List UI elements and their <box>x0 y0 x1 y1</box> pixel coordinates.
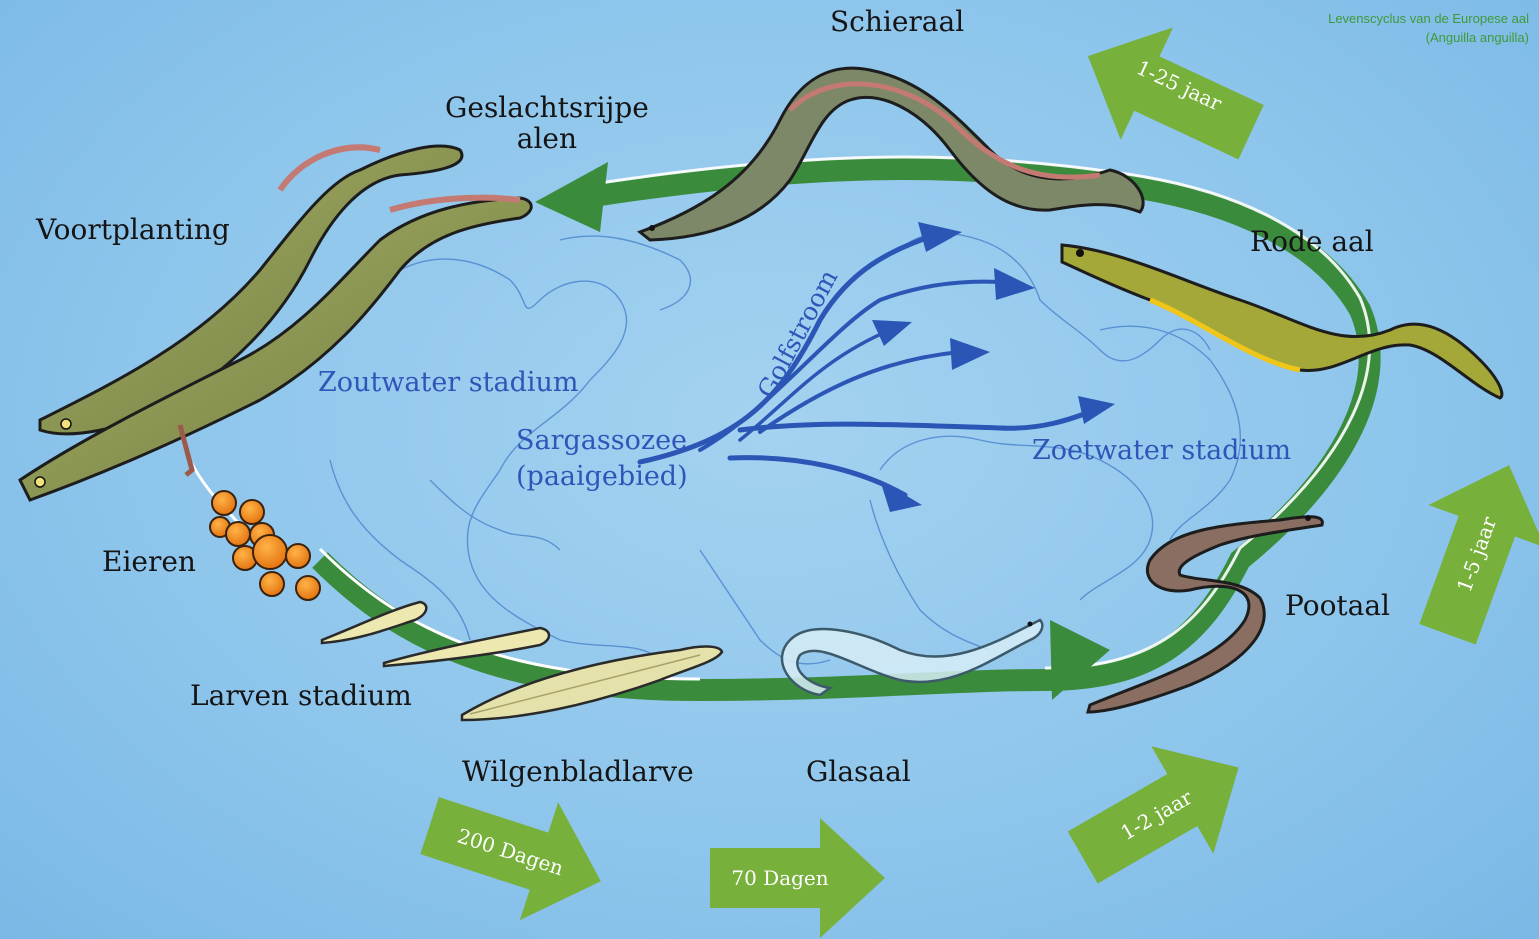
duration-arrow-1-2-jaar: 1-2 jaar <box>1052 714 1270 911</box>
spawning-eels <box>20 146 531 500</box>
credit-title: Levenscyclus van de Europese aal <box>1328 10 1529 29</box>
label-geslachtsrijpe: Geslachtsrijpe alen <box>445 92 649 155</box>
golfstroom-label: Golfstroom <box>752 265 844 403</box>
duration-70-dagen: 70 Dagen <box>731 866 828 890</box>
label-wilgenbladlarve: Wilgenbladlarve <box>462 756 694 787</box>
rode-aal-eel <box>1062 245 1502 398</box>
duration-arrow-1-5-jaar: 1-5 jaar <box>1389 444 1539 656</box>
label-rode-aal: Rode aal <box>1250 226 1374 257</box>
label-eieren: Eieren <box>102 546 196 577</box>
duration-arrow-70-dagen: 70 Dagen <box>710 818 885 938</box>
schieraal-eel <box>640 68 1143 240</box>
diagram-credit: Levenscyclus van de Europese aal (Anguil… <box>1328 10 1529 48</box>
cycle-arrowhead-left <box>535 162 608 232</box>
label-larven-stadium: Larven stadium <box>190 680 412 711</box>
label-schieraal: Schieraal <box>830 6 964 37</box>
eggs <box>210 491 320 600</box>
label-sargassozee-line2: (paaigebied) <box>516 462 688 492</box>
gulf-stream-currents <box>640 235 1100 495</box>
duration-arrow-1-25-jaar: 1-25 jaar <box>1062 0 1278 188</box>
label-zoetwater-stadium: Zoetwater stadium <box>1032 436 1291 466</box>
label-geslachtsrijpe-line1: Geslachtsrijpe <box>445 92 649 123</box>
label-pootaal: Pootaal <box>1285 590 1390 621</box>
label-sargassozee: Sargassozee (paaigebied) <box>516 426 688 492</box>
duration-arrow-200-dagen: 200 Dagen <box>410 767 620 939</box>
label-sargassozee-line1: Sargassozee <box>516 426 688 456</box>
credit-species: (Anguilla anguilla) <box>1328 29 1529 48</box>
label-geslachtsrijpe-line2: alen <box>445 123 649 154</box>
label-zoutwater-stadium: Zoutwater stadium <box>318 368 579 398</box>
label-glasaal: Glasaal <box>806 756 911 787</box>
label-voortplanting: Voortplanting <box>36 214 230 245</box>
